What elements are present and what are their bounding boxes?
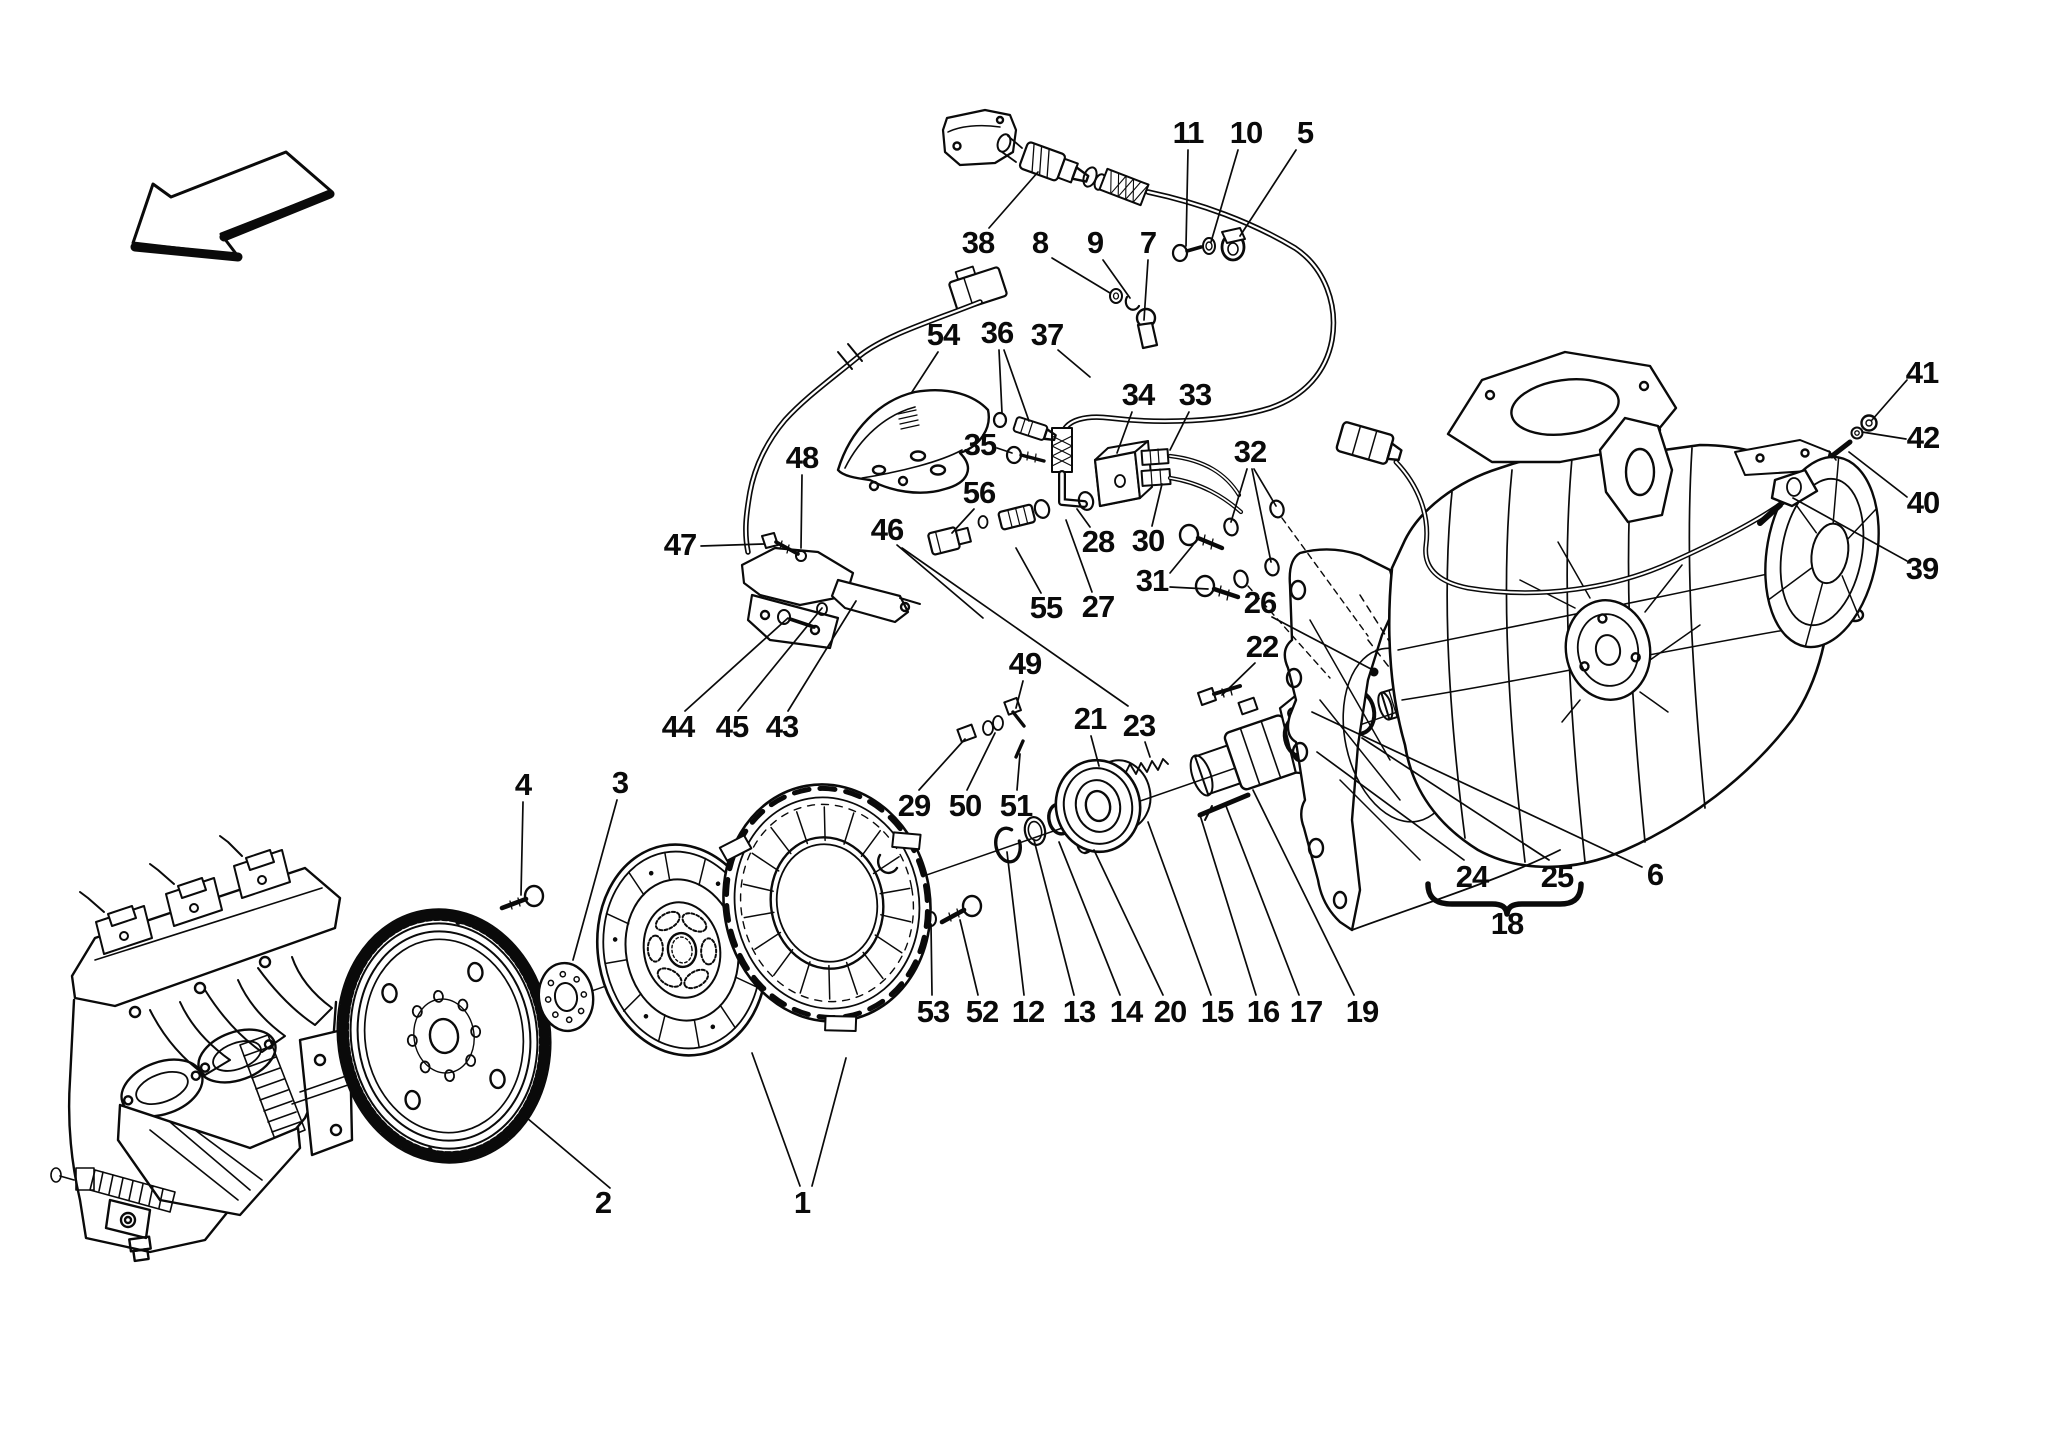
callout-35: 35 bbox=[963, 427, 997, 462]
release-bearing-and-seals bbox=[878, 698, 1248, 873]
callout-12: 12 bbox=[1011, 994, 1045, 1029]
callout-54: 54 bbox=[926, 317, 960, 352]
flywheel-spacer bbox=[535, 960, 598, 1035]
callout-4: 4 bbox=[514, 767, 532, 802]
callout-40: 40 bbox=[1906, 485, 1940, 520]
callout-42: 42 bbox=[1906, 420, 1940, 455]
callout-56: 56 bbox=[962, 475, 996, 510]
callout-15: 15 bbox=[1200, 994, 1234, 1029]
callout-8: 8 bbox=[1031, 225, 1049, 260]
callout-34: 34 bbox=[1121, 377, 1155, 412]
callout-11: 11 bbox=[1172, 115, 1205, 150]
callout-20: 20 bbox=[1153, 994, 1187, 1029]
callout-23: 23 bbox=[1122, 708, 1156, 743]
callout-3: 3 bbox=[611, 765, 629, 800]
callout-14: 14 bbox=[1109, 994, 1143, 1029]
callout-31: 31 bbox=[1135, 563, 1169, 598]
speed-sensor-cable bbox=[1336, 416, 1877, 593]
callout-41: 41 bbox=[1905, 355, 1939, 390]
callout-48: 48 bbox=[785, 440, 819, 475]
loose-bolts bbox=[502, 886, 981, 926]
callout-1: 1 bbox=[793, 1185, 811, 1220]
callout-46: 46 bbox=[870, 512, 904, 547]
callout-5: 5 bbox=[1296, 115, 1314, 150]
callout-51: 51 bbox=[999, 788, 1033, 823]
callout-38: 38 bbox=[961, 225, 995, 260]
callout-2: 2 bbox=[594, 1185, 612, 1220]
callout-19: 19 bbox=[1345, 994, 1379, 1029]
pipe-junction-assembly bbox=[928, 413, 1368, 678]
callout-52: 52 bbox=[965, 994, 999, 1029]
callout-36: 36 bbox=[980, 315, 1014, 350]
group-brace-18 bbox=[1428, 884, 1581, 914]
callout-55: 55 bbox=[1029, 590, 1063, 625]
callout-6: 6 bbox=[1646, 857, 1664, 892]
hydraulic-hose-assembly bbox=[943, 110, 1333, 520]
callout-24: 24 bbox=[1455, 859, 1489, 894]
callout-30: 30 bbox=[1131, 523, 1165, 558]
callout-29: 29 bbox=[897, 788, 931, 823]
callout-18: 18 bbox=[1490, 906, 1524, 941]
callout-17: 17 bbox=[1289, 994, 1323, 1029]
callout-37: 37 bbox=[1030, 317, 1064, 352]
callout-43: 43 bbox=[765, 709, 799, 744]
clutch-cable-and-brackets bbox=[742, 259, 1007, 648]
callout-7: 7 bbox=[1139, 225, 1157, 260]
callout-39: 39 bbox=[1905, 551, 1939, 586]
callout-44: 44 bbox=[661, 709, 695, 744]
callout-50: 50 bbox=[948, 788, 982, 823]
callout-49: 49 bbox=[1008, 646, 1042, 681]
flywheel bbox=[321, 895, 566, 1176]
gearbox bbox=[1285, 352, 1893, 930]
callout-26: 26 bbox=[1243, 585, 1277, 620]
callout-13: 13 bbox=[1062, 994, 1096, 1029]
engine-block bbox=[51, 836, 352, 1261]
callout-45: 45 bbox=[715, 709, 749, 744]
callout-22: 22 bbox=[1245, 629, 1279, 664]
callout-28: 28 bbox=[1081, 524, 1115, 559]
pressure-plate-cover bbox=[705, 768, 952, 1050]
front-direction-arrow-icon bbox=[133, 152, 331, 257]
callout-9: 9 bbox=[1086, 225, 1104, 260]
callout-53: 53 bbox=[916, 994, 950, 1029]
callout-10: 10 bbox=[1229, 115, 1263, 150]
callout-16: 16 bbox=[1246, 994, 1280, 1029]
callout-25: 25 bbox=[1540, 859, 1574, 894]
callout-47: 47 bbox=[663, 527, 697, 562]
callout-33: 33 bbox=[1178, 377, 1212, 412]
leader-lines bbox=[521, 150, 1907, 1188]
callout-27: 27 bbox=[1081, 589, 1115, 624]
callout-32: 32 bbox=[1233, 434, 1267, 469]
callout-21: 21 bbox=[1073, 701, 1107, 736]
